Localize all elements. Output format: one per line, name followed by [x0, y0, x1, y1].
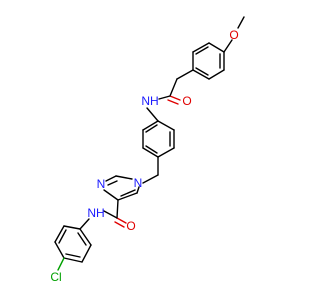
bond-ring2-c: [157, 147, 175, 158]
bond-ring1-b: [192, 42, 210, 53]
atom-o-amide-top: O: [182, 94, 191, 108]
bond-ring3-b: [54, 225, 65, 243]
atom-nh-top: NH: [141, 94, 158, 108]
bond-c-cl: [57, 257, 65, 271]
atom-labels: O NH O N N O NH Cl: [50, 28, 238, 284]
atom-o-amide-bottom: O: [126, 219, 135, 233]
bond-co-nh-bottom: [103, 210, 118, 219]
bond-im-c2-n3-double: [107, 180, 118, 186]
bond-ch2-co: [169, 78, 178, 97]
bond-co-bottom: [116, 217, 127, 224]
bond-im-c5-n1: [136, 186, 140, 194]
bond-co-top-double: [167, 99, 179, 105]
atom-o-methoxy: O: [229, 28, 238, 42]
bond-ring2-d: [142, 147, 159, 158]
atom-n-imidazole-1: N: [134, 176, 143, 190]
atom-nh-bottom: NH: [87, 206, 104, 220]
bond-ring1-b-double: [195, 46, 209, 55]
bond-im-n1-c2: [115, 175, 133, 180]
bond-ring2-f: [142, 120, 159, 131]
bond-ring3-d: [63, 257, 83, 263]
bond-ring1-a: [208, 42, 225, 53]
bond-methyl-o: [237, 16, 245, 29]
bond-c4-co: [116, 199, 119, 219]
bond-ring1-ch2: [176, 69, 194, 80]
bond-ring3-a: [63, 225, 81, 230]
atom-n-imidazole-3: N: [97, 177, 106, 191]
bond-nh-ring2: [146, 107, 159, 122]
bond-ring2-f-double: [145, 124, 158, 133]
bond-o-ring: [223, 39, 233, 53]
bond-ring1-d: [192, 69, 210, 80]
bond-co-bottom-double: [114, 221, 125, 228]
bond-im-c4-c5: [117, 192, 138, 201]
bond-ch2-n1: [142, 174, 159, 184]
bond-im-c4-c5-double: [120, 189, 136, 197]
bond-ring1-e: [208, 69, 225, 80]
bond-im-c2-n3: [105, 175, 117, 182]
bond-ring3-b-double: [58, 229, 67, 244]
bond-ring2-d-double: [145, 145, 158, 154]
bond-nh-ring3: [79, 218, 90, 230]
atom-cl: Cl: [50, 270, 61, 284]
bond-ring1-d-double: [195, 67, 209, 76]
bond-ring3-f: [79, 228, 92, 246]
bond-co-top: [169, 95, 181, 101]
bond-im-n3-c4: [103, 189, 119, 201]
bond-ring3-f-double: [77, 232, 87, 246]
molecule-structure: O NH O N N O NH Cl: [50, 16, 245, 284]
bond-co-nh-top: [158, 95, 171, 100]
bond-ring2-a: [157, 120, 175, 131]
bond-ring3-e: [81, 244, 92, 263]
bond-ring3-d-double: [65, 253, 81, 258]
bonds: [54, 16, 245, 271]
bond-ring3-c: [54, 241, 65, 259]
